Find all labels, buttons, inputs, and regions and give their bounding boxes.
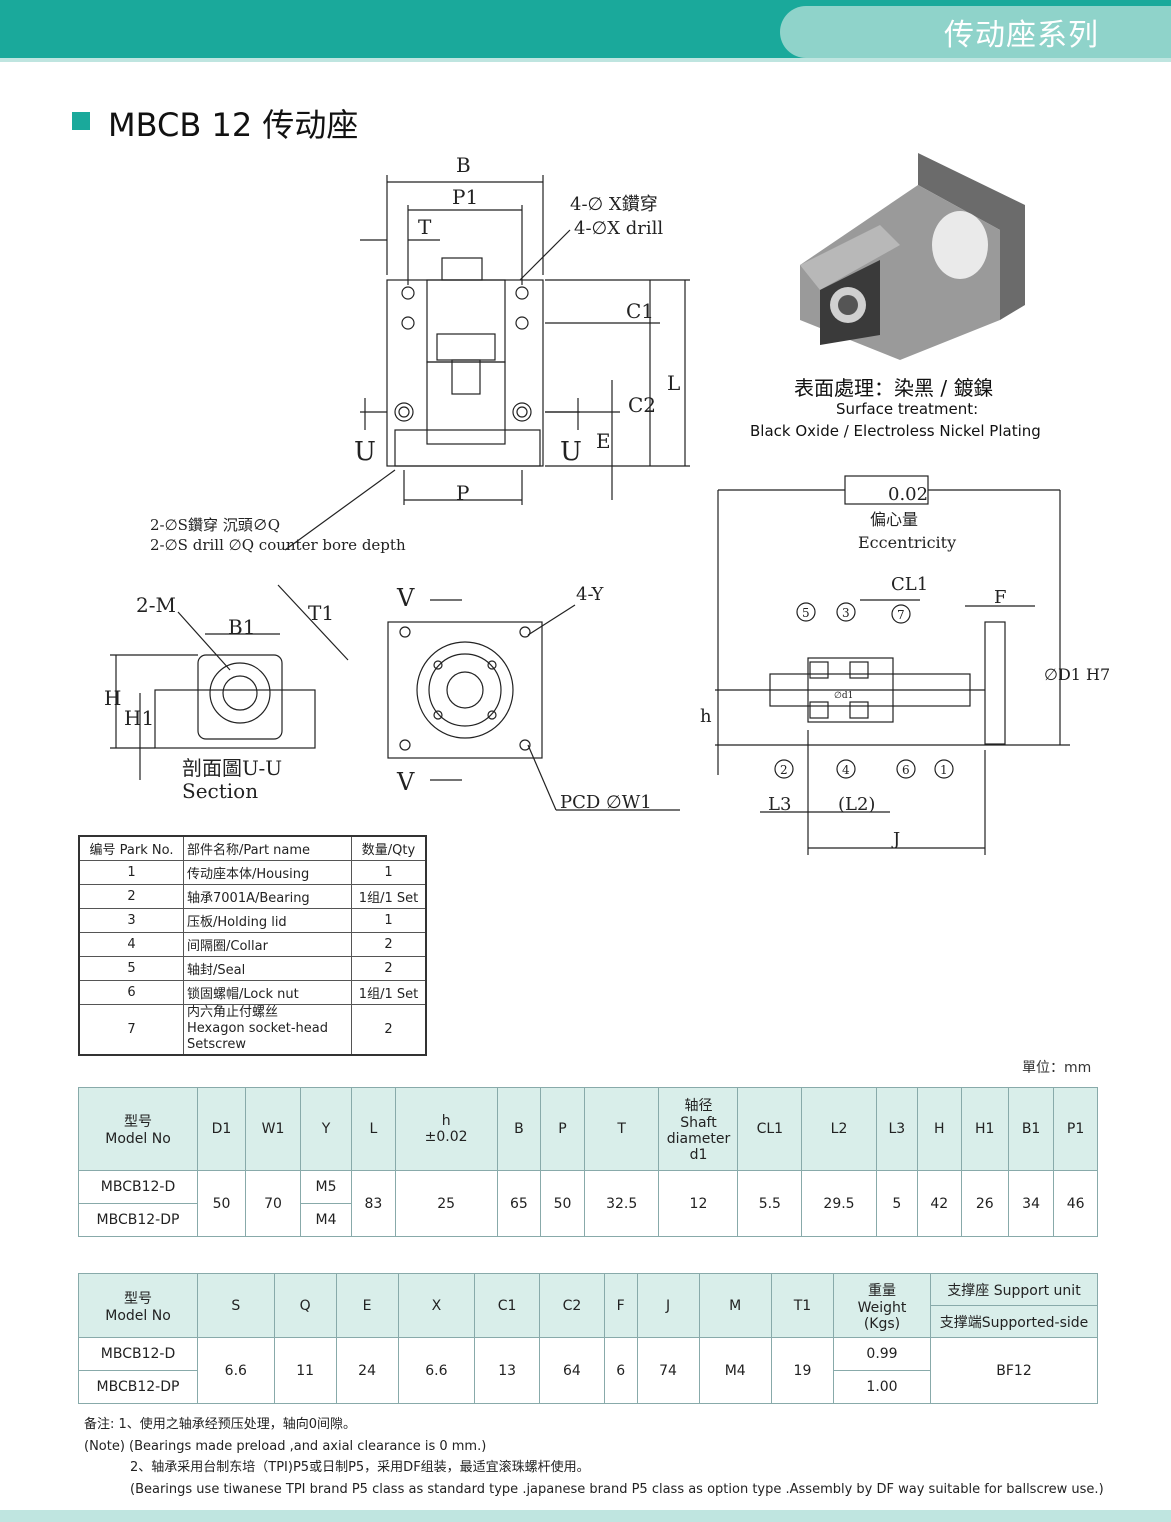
label-ecc-en: Eccentricity [858,533,956,552]
product-render-housing [800,153,1025,360]
label-x-drill-en: 4-∅X drill [574,218,663,239]
label-C1: C1 [626,299,654,323]
section-view-drawing [110,584,349,780]
label-section-zh: 剖面圖U-U [182,756,282,780]
label-U-right: U [560,437,582,467]
unit-label: 單位：mm [1022,1060,1092,1076]
label-section-en: Section [182,779,258,803]
category-title: 传动座系列 [944,18,1099,53]
label-V-top: V [396,584,415,612]
col-support-unit: 支撑座 Support unit [930,1273,1098,1306]
balloon-7: 7 [897,608,905,622]
balloon-1: 1 [940,763,948,777]
table-row: MBCB12-DP M4 [78,1203,1098,1237]
label-PCD: PCD ∅W1 [560,792,652,813]
balloon-2: 2 [780,763,788,777]
col-supported-side: 支撑端Supported-side [930,1305,1098,1338]
label-J: J [891,829,900,850]
section-title: MBCB 12 传动座 [108,106,359,144]
table-row: MBCB12-D 6.6 11 24 6.6 13 64 6 74 M4 19 … [78,1337,1098,1404]
label-L: L [667,371,680,395]
label-U-left: U [354,437,376,467]
top-view-drawing [284,175,690,551]
label-d1: ∅d1 [834,691,853,701]
table-row: MBCB12-D 50 70 M5 83 25 65 50 32.5 12 5.… [78,1170,1098,1237]
label-H1: H1 [124,706,154,730]
label-P1: P1 [452,185,478,209]
col-part-name: 部件名称/Part name [183,835,352,861]
balloon-6: 6 [902,763,910,777]
col-part-no: 编号 Park No. [78,835,184,861]
surface-treatment-en-2: Black Oxide / Electroless Nickel Plating [750,422,1041,440]
label-T1: T1 [308,601,334,625]
label-F: F [994,587,1007,608]
label-4Y: 4-Y [576,584,605,605]
col-h: h±0.02 [394,1087,498,1171]
side-view-drawing [715,475,1070,855]
technical-drawings: B P1 T 4-∅ X鑽穿 4-∅X drill C1 C2 L E P U … [104,153,1110,855]
label-B1: B1 [228,615,255,639]
table-row: MBCB12-DP 1.00 [78,1370,1098,1404]
label-L2: (L2) [838,794,875,815]
footer-bar [0,1510,1171,1522]
label-B: B [456,153,471,177]
note-1: 备注: 1、使用之轴承经预压处理，轴向0间隙。 [84,1417,357,1432]
col-qty: 数量/Qty [351,835,427,861]
label-CL1: CL1 [891,574,928,595]
label-D1H7: ∅D1 H7 [1044,665,1110,684]
label-E: E [596,429,611,453]
label-H: H [104,686,121,710]
label-ecc-value: 0.02 [888,484,928,505]
notes: 备注: 1、使用之轴承经预压处理，轴向0间隙。 (Note) (Bearings… [84,1414,1104,1500]
header-underline [0,58,1171,62]
label-C2: C2 [628,393,656,417]
label-s-drill-en: 2-∅S drill ∅Q counter bore depth [150,536,406,554]
label-2M: 2-M [136,593,176,617]
label-h: h [700,706,712,727]
section-bullet-icon [72,112,90,130]
label-x-drill-zh: 4-∅ X鑽穿 [570,194,658,215]
label-T: T [418,215,432,239]
label-P: P [456,481,469,505]
parts-table-header: 编号 Park No. 部件名称/Part name 数量/Qty [78,835,427,861]
header-tab [780,6,1171,58]
balloon-3: 3 [842,606,850,620]
balloon-5: 5 [802,606,810,620]
balloon-4: 4 [842,763,850,777]
label-L3: L3 [768,794,791,815]
note-1-en: (Note) (Bearings made preload ,and axial… [84,1438,487,1454]
note-2: 2、轴承采用台制东培（TPI)P5或日制P5，采用DF组装，最适宜滚珠螺杆使用。 [130,1460,590,1475]
front-view-drawing [387,599,680,811]
label-s-drill-zh: 2-∅S鑽穿 沉頭∅Q [150,516,280,534]
surface-treatment-en-1: Surface treatment: [836,400,979,418]
label-ecc-zh: 偏心量 [870,510,918,529]
note-2-en: (Bearings use tiwanese TPI brand P5 clas… [130,1481,1104,1497]
surface-treatment-zh: 表面處理：染黑 / 鍍鎳 [794,376,994,400]
label-V-bottom: V [396,768,415,796]
